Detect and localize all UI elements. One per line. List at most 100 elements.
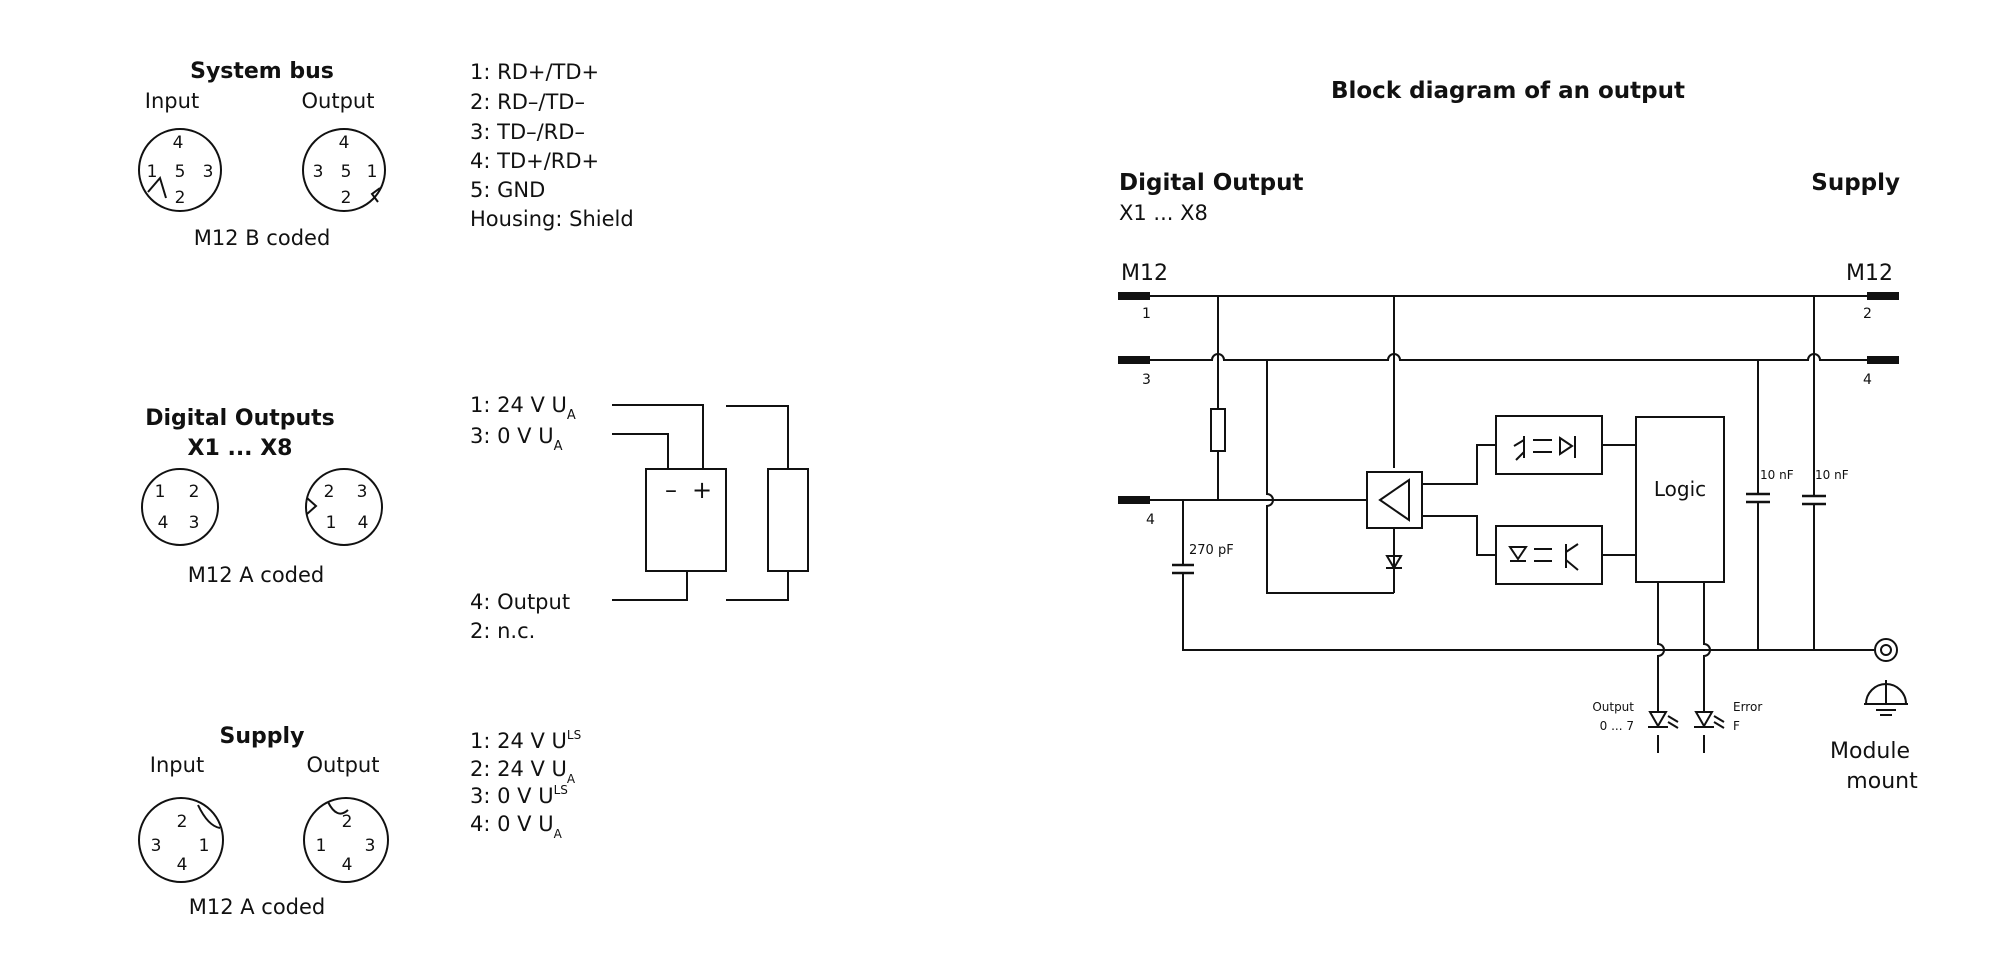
system-bus-section: System bus Input Output 4 1 5 3 2 4 3 5 …	[138, 59, 634, 250]
block-diagram-left-heading: Digital Output	[1119, 170, 1303, 196]
terminal-pin-numbers: 1 3 4 2 4	[1142, 306, 1872, 528]
circuit-wiring	[1150, 295, 1874, 753]
system-bus-input-connector: 4 1 5 3 2	[138, 128, 222, 212]
system-bus-coding: M12 B coded	[194, 226, 331, 250]
connector-terminals	[1118, 292, 1899, 504]
svg-text:2: 2	[324, 482, 335, 502]
supply-pin-2: 2: 24 V U	[470, 757, 567, 781]
led-error-code: F	[1733, 719, 1740, 733]
svg-text:5: 5	[175, 162, 186, 182]
optocoupler-upper	[1495, 415, 1603, 475]
digital-outputs-coding: M12 A coded	[188, 563, 325, 587]
load-terminal-block	[645, 468, 727, 572]
svg-text:3: 0 V UA: 3: 0 V UA	[470, 424, 563, 454]
svg-text:4: 4	[339, 133, 350, 153]
error-led: Error F	[1694, 700, 1762, 733]
supply-pin-list: 1: 24 V ULS 2: 24 V UA 3: 0 V ULS 4: 0 V…	[470, 728, 581, 841]
system-bus-housing: Housing: Shield	[470, 207, 634, 231]
digital-outputs-pin-3-sub: A	[554, 439, 563, 454]
pullup-resistor	[1210, 408, 1226, 452]
module-mount-label-2: mount	[1846, 769, 1918, 794]
supply-pin-1-sub: LS	[567, 728, 581, 742]
digital-outputs-pin-1-sub: A	[567, 408, 576, 423]
block-diagram-section: Block diagram of an output Digital Outpu…	[1118, 78, 1918, 794]
cap-10nf-label-b: 10 nF	[1815, 468, 1849, 482]
led-output-range: 0 ... 7	[1600, 719, 1634, 733]
svg-text:2: 24 V UA: 2: 24 V UA	[470, 757, 576, 786]
svg-text:1: 1	[147, 162, 158, 182]
svg-text:3: 3	[151, 836, 162, 856]
output-led: Output 0 ... 7	[1592, 700, 1679, 733]
digital-outputs-pin-1: 1: 24 V U	[470, 393, 567, 417]
svg-text:1: 24 V ULS: 1: 24 V ULS	[470, 728, 581, 753]
block-diagram-left-connector: M12	[1121, 261, 1168, 286]
load-plus-sign: +	[692, 476, 712, 504]
block-diagram-left-subheading: X1 ... X8	[1119, 201, 1208, 225]
system-bus-pin-1: 1: RD+/TD+	[470, 60, 599, 84]
optocoupler-lower	[1495, 525, 1603, 585]
supply-pin-1: 1: 24 V U	[470, 729, 567, 753]
system-bus-output-connector: 4 3 5 1 2	[302, 128, 386, 212]
svg-text:4: 4	[342, 855, 353, 875]
left-pin-3: 3	[1142, 372, 1151, 388]
svg-text:1: 24 V UA: 1: 24 V UA	[470, 393, 576, 423]
system-bus-output-label: Output	[302, 89, 375, 113]
left-pin-1: 1	[1142, 306, 1151, 322]
block-diagram-right-connector: M12	[1846, 261, 1893, 286]
digital-outputs-pin-3: 3: 0 V U	[470, 424, 554, 448]
logic-label: Logic	[1654, 477, 1706, 501]
ground-terminal	[1874, 638, 1898, 662]
svg-text:3: 3	[313, 162, 324, 182]
svg-text:4: 4	[358, 513, 369, 533]
svg-text:2: 2	[177, 812, 188, 832]
svg-text:4: 4	[177, 855, 188, 875]
svg-text:3: 3	[365, 836, 376, 856]
digital-outputs-pin-2: 2: n.c.	[470, 619, 535, 643]
module-mount-label: Module	[1830, 739, 1910, 764]
left-pin-4: 4	[1146, 512, 1155, 528]
digital-outputs-connector-left: 1 2 4 3	[141, 468, 219, 546]
svg-text:2: 2	[341, 188, 352, 208]
block-diagram-title: Block diagram of an output	[1331, 78, 1685, 104]
cap-270pf-label: 270 pF	[1189, 543, 1234, 558]
supply-pin-4: 4: 0 V U	[470, 812, 554, 836]
svg-text:1: 1	[155, 482, 166, 502]
led-output-label: Output	[1592, 700, 1634, 714]
svg-text:3: 3	[189, 513, 200, 533]
supply-pin-4-sub: A	[554, 827, 563, 841]
chassis-ground-icon	[1864, 680, 1908, 716]
digital-outputs-title: Digital Outputs	[145, 406, 335, 431]
block-diagram-right-heading: Supply	[1811, 170, 1900, 196]
digital-outputs-pin-4: 4: Output	[470, 590, 570, 614]
supply-pin-3-sub: LS	[554, 783, 568, 797]
amplifier-block	[1366, 471, 1423, 529]
svg-text:1: 1	[367, 162, 378, 182]
digital-outputs-pin-list: 1: 24 V UA 3: 0 V UA 4: Output 2: n.c.	[470, 393, 576, 643]
supply-output-label: Output	[307, 753, 380, 777]
svg-text:1: 1	[199, 836, 210, 856]
system-bus-pin-2: 2: RD–/TD–	[470, 90, 585, 114]
cap-10nf-label-a: 10 nF	[1760, 468, 1794, 482]
led-error-label: Error	[1733, 700, 1762, 714]
load-resistor	[767, 468, 809, 572]
supply-pin-3: 3: 0 V U	[470, 784, 554, 808]
digital-outputs-section: Digital Outputs X1 ... X8 1 2 4 3 2 3 1 …	[141, 393, 809, 643]
logic-block: Logic	[1635, 416, 1725, 583]
svg-text:3: 0 V ULS: 3: 0 V ULS	[470, 783, 568, 808]
svg-text:5: 5	[341, 162, 352, 182]
digital-outputs-subtitle: X1 ... X8	[188, 436, 293, 461]
svg-text:4: 0 V UA: 4: 0 V UA	[470, 812, 563, 841]
system-bus-title: System bus	[190, 59, 334, 84]
system-bus-pin-4: 4: TD+/RD+	[470, 149, 599, 173]
system-bus-input-label: Input	[145, 89, 199, 113]
svg-text:1: 1	[326, 513, 337, 533]
supply-section: Supply Input Output 2 3 1 4 2 1 3 4 M12 …	[138, 724, 581, 919]
supply-coding: M12 A coded	[189, 895, 326, 919]
svg-text:4: 4	[158, 513, 169, 533]
svg-text:2: 2	[175, 188, 186, 208]
supply-input-label: Input	[150, 753, 204, 777]
supply-pin-2-sub: A	[567, 772, 576, 786]
protection-diode	[1385, 555, 1403, 570]
svg-text:4: 4	[173, 133, 184, 153]
